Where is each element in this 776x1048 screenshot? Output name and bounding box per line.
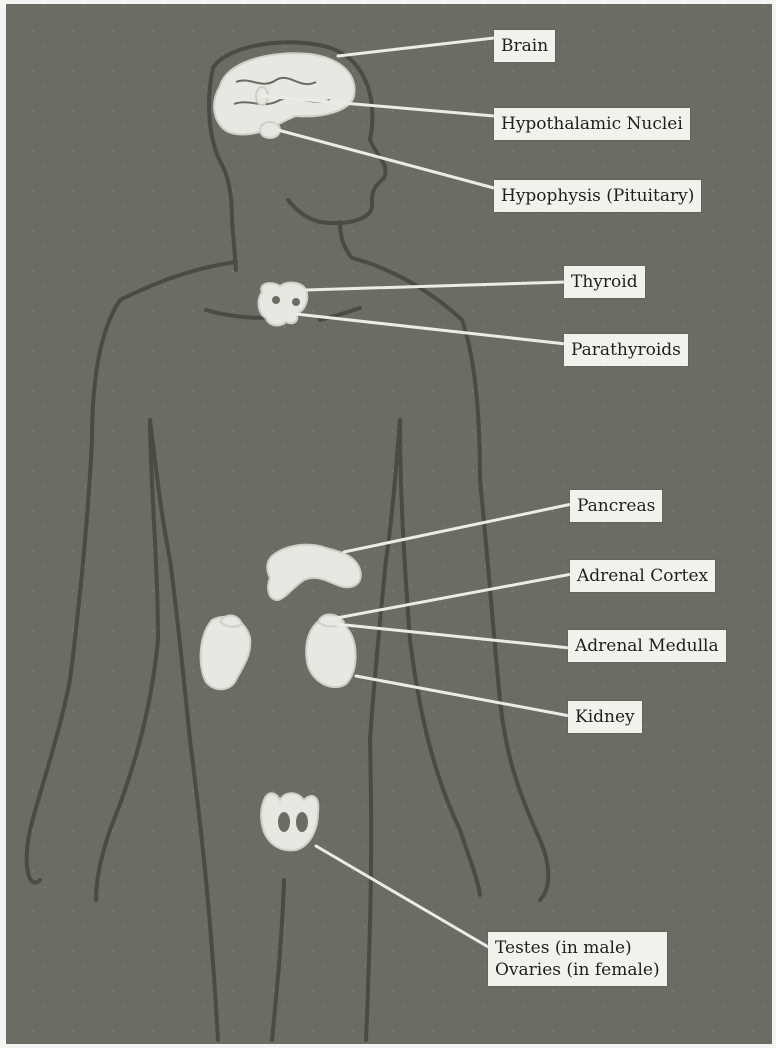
label-thyroid: Thyroid [564,266,645,298]
label-adrenal-cortex: Adrenal Cortex [570,560,715,592]
label-testes: Testes (in male) [495,937,660,959]
label-hypophysis: Hypophysis (Pituitary) [494,180,701,212]
kidney-right-organ [306,618,355,687]
label-kidney: Kidney [568,701,642,733]
label-ovaries: Ovaries (in female) [495,959,660,981]
label-gonads: Testes (in male) Ovaries (in female) [488,932,667,986]
label-hypothalamic-nuclei: Hypothalamic Nuclei [494,108,690,140]
label-brain: Brain [494,30,555,62]
parathyroid-organ [272,296,280,304]
label-pancreas: Pancreas [570,490,662,522]
label-parathyroids: Parathyroids [564,334,688,366]
label-adrenal-medulla: Adrenal Medulla [568,630,726,662]
